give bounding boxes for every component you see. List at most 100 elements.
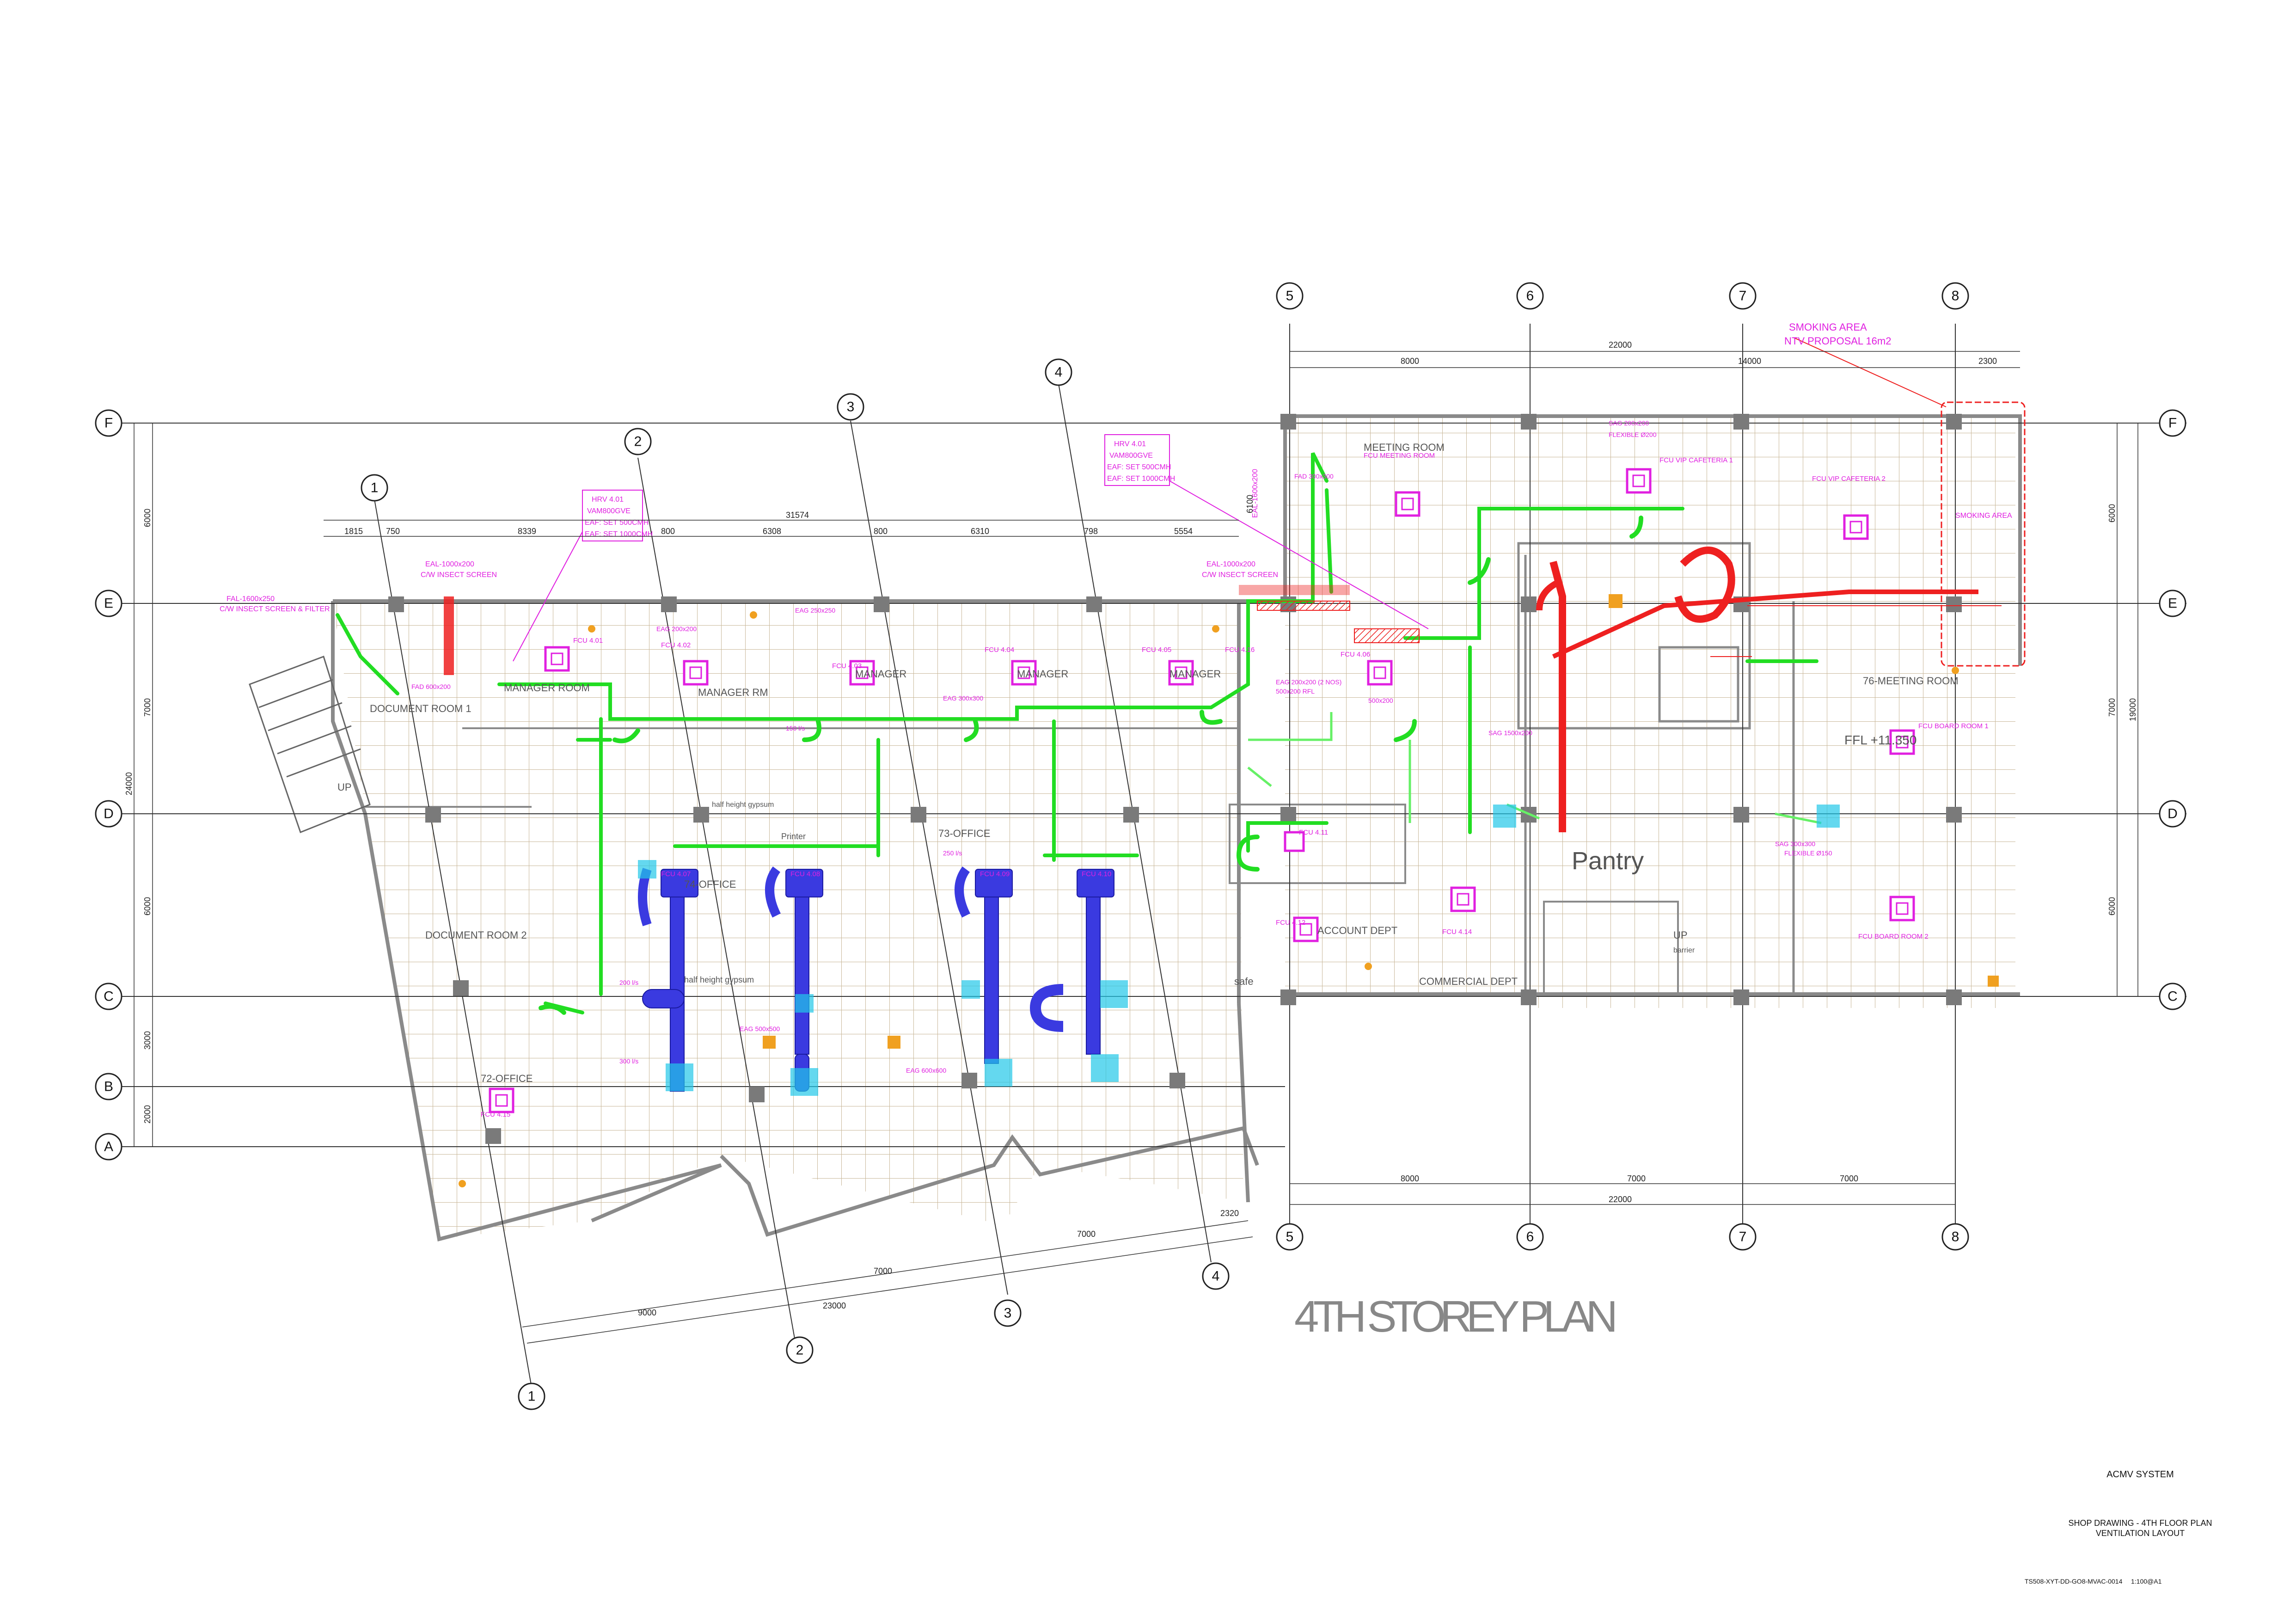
svg-text:C: C [104,989,114,1004]
svg-text:FLEXIBLE Ø150: FLEXIBLE Ø150 [1784,849,1832,857]
grid-bubbles-numbers-west: 1 2 3 4 1 2 3 4 [361,358,1230,1410]
svg-text:FCU VIP CAFETERIA 1: FCU VIP CAFETERIA 1 [1659,456,1733,464]
grid-bubble-3-top: 3 [837,393,864,421]
room-safe: safe [1234,976,1254,987]
svg-text:EAF: SET 500CMH: EAF: SET 500CMH [1107,463,1171,471]
grid-bubble-7-bottom: 7 [1729,1223,1757,1251]
leader-lines [513,480,1429,662]
svg-text:4: 4 [1055,365,1063,380]
grid-bubble-6-top: 6 [1516,282,1544,310]
label-barrier: barrier [1673,946,1695,954]
svg-text:3000: 3000 [143,1031,152,1050]
grid-bubbles-letters-left: F E D C B A [95,409,122,1161]
hrv-annotation-left: HRV 4.01 VAM800GVE EAF: SET 500CMH EAF: … [582,490,653,541]
grid-bubble-D-right: D [2159,800,2186,828]
label-up-east: UP [1673,929,1688,941]
room-74-office: 74-OFFICE [684,879,736,890]
supply-ducts-light [1247,712,1822,824]
svg-text:FCU 4.10: FCU 4.10 [1082,870,1111,878]
svg-text:FCU 4.06: FCU 4.06 [1341,651,1370,658]
svg-text:FAD 600x200: FAD 600x200 [411,683,451,690]
fcu-cyan-grilles [638,805,1840,1096]
exhaust-lines-east [1710,605,2002,657]
svg-text:3: 3 [1004,1306,1012,1321]
svg-text:200 l/s: 200 l/s [619,979,638,986]
light-fittings [459,611,1999,1187]
dimension-text: 1815 750 8339 800 6308 800 6310 798 5554… [124,340,2137,1317]
svg-text:250 l/s: 250 l/s [943,849,962,857]
room-73-office: 73-OFFICE [938,828,990,839]
room-printer: Printer [781,832,806,841]
svg-text:6310: 6310 [971,527,989,536]
grid-bubble-4-top: 4 [1045,358,1072,386]
svg-text:2300: 2300 [1978,356,1997,366]
svg-text:7: 7 [1739,289,1747,304]
svg-text:EAF: SET 1000CMH: EAF: SET 1000CMH [585,530,653,538]
title-block-sheet-title-2: VENTILATION LAYOUT [2096,1529,2185,1538]
grid-bubble-E-right: E [2159,590,2186,617]
svg-text:5554: 5554 [1174,527,1193,536]
svg-text:FCU 4.14: FCU 4.14 [1442,928,1472,936]
svg-text:1: 1 [371,480,379,496]
svg-text:6: 6 [1526,289,1534,304]
room-manager-a: MANAGER [855,668,906,680]
grid-bubble-4-bottom: 4 [1202,1262,1230,1290]
svg-text:1: 1 [528,1389,536,1404]
svg-text:800: 800 [661,527,675,536]
svg-text:SMOKING AREA: SMOKING AREA [1789,321,1867,333]
grid-bubble-8-bottom: 8 [1941,1223,1969,1251]
svg-text:24000: 24000 [124,772,134,795]
svg-text:F: F [104,416,113,431]
smoking-area-outline [1793,337,2026,667]
svg-text:500x200 RFL: 500x200 RFL [1276,688,1315,695]
svg-text:7000: 7000 [1627,1174,1646,1183]
svg-text:8000: 8000 [1401,356,1419,366]
svg-text:EAF: SET 1000CMH: EAF: SET 1000CMH [1107,475,1175,483]
ceiling-grid-west [333,603,1243,1239]
label-up-west: UP [337,781,352,793]
svg-text:8: 8 [1952,1229,1959,1245]
room-account-dept: ACCOUNT DEPT [1317,925,1397,936]
svg-text:500x200: 500x200 [1368,697,1393,704]
svg-text:D: D [104,806,114,822]
svg-text:EAG 200x200: EAG 200x200 [656,625,697,633]
svg-text:VAM800GVE: VAM800GVE [1109,452,1153,460]
smoking-annotation: SMOKING AREA NTV PROPOSAL 16m2 [1784,321,1891,347]
label-half-height-a: half height gypsum [712,801,774,809]
svg-text:6308: 6308 [763,527,781,536]
grid-bubble-F-left: F [95,409,122,437]
svg-text:E: E [104,596,113,611]
svg-text:C/W INSECT SCREEN: C/W INSECT SCREEN [1202,571,1278,579]
svg-text:SAG 1500x200: SAG 1500x200 [1488,729,1532,737]
svg-text:2: 2 [634,434,642,449]
flexible-ducts [539,516,1643,1015]
svg-text:6: 6 [1526,1229,1534,1245]
diffuser-inner [495,474,1909,1107]
room-ffl: FFL +11.350 [1844,733,1916,747]
svg-text:FLEXIBLE Ø200: FLEXIBLE Ø200 [1609,431,1657,438]
svg-text:FCU 4.11: FCU 4.11 [1299,829,1328,836]
svg-text:EAG 200x200 (2 NOS): EAG 200x200 (2 NOS) [1276,678,1341,686]
svg-text:FCU 4.12: FCU 4.12 [1276,919,1305,927]
svg-text:8: 8 [1952,289,1959,304]
svg-text:6000: 6000 [2107,504,2117,522]
room-document-room-1: DOCUMENT ROOM 1 [370,703,471,714]
svg-text:6000: 6000 [143,509,152,527]
grid-bubble-2-top: 2 [624,428,652,455]
grid-bubble-7-top: 7 [1729,282,1757,310]
fcu-tags: FCU 4.01 FCU 4.02 FCU 4.03 FCU 4.04 FCU … [481,452,1989,1118]
svg-text:7: 7 [1739,1229,1747,1245]
grid-bubble-6-bottom: 6 [1516,1223,1544,1251]
room-manager-rm: MANAGER RM [698,687,768,698]
svg-text:HRV 4.01: HRV 4.01 [592,496,624,504]
drawing-title: 4TH STOREY PLAN [1294,1292,1618,1341]
svg-text:6100: 6100 [1245,495,1255,513]
svg-text:SAG 300x300: SAG 300x300 [1775,840,1815,848]
svg-text:FCU 4.05: FCU 4.05 [1142,646,1171,654]
grid-bubble-D-left: D [95,800,122,828]
dimension-lines [134,351,2138,1344]
svg-text:7000: 7000 [1077,1229,1096,1239]
svg-text:FCU VIP CAFETERIA 2: FCU VIP CAFETERIA 2 [1812,475,1886,483]
room-labels: DOCUMENT ROOM 1 MANAGER ROOM MANAGER RM … [337,442,2012,1084]
svg-text:2: 2 [796,1343,804,1358]
